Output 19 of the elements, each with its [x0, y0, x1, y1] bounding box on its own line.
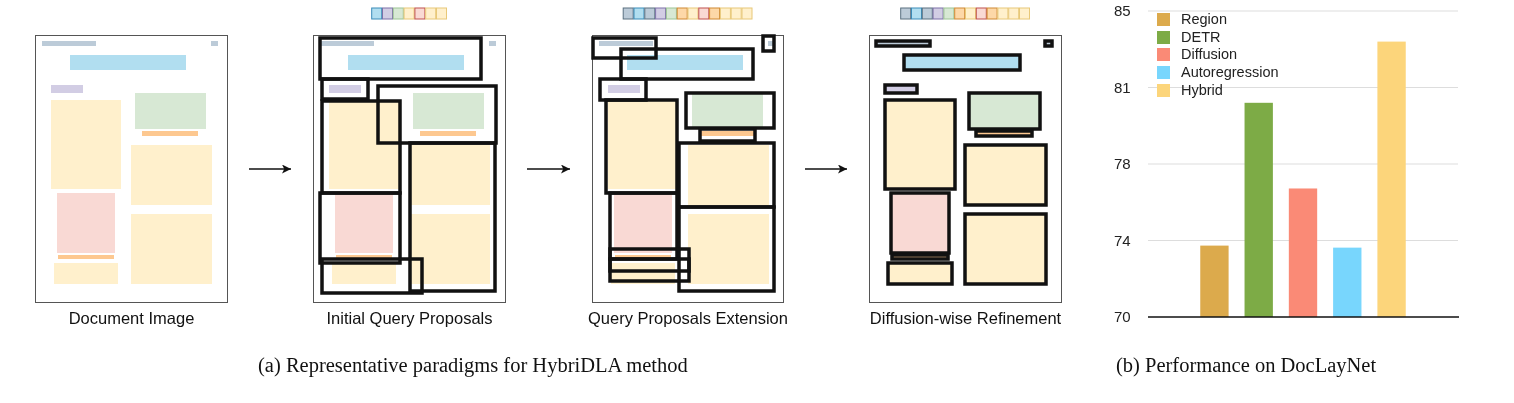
legend-label: DETR: [1181, 28, 1221, 45]
page-caption: Initial Query Proposals: [325, 309, 494, 328]
arrow: [526, 164, 571, 174]
legend-label: Region: [1181, 11, 1227, 27]
tick-label: 85: [1114, 2, 1131, 19]
arrow: [248, 164, 292, 174]
legend-label: Diffusion: [1181, 46, 1238, 63]
tick-label: 74: [1114, 231, 1131, 249]
page-caption: Diffusion-wise Refinement: [868, 309, 1063, 328]
arrow: [804, 164, 848, 174]
legend-label: Hybrid: [1181, 81, 1223, 98]
page-caption: Query Proposals Extension: [587, 309, 789, 328]
tick-label: 70: [1114, 308, 1131, 325]
page-caption: Document Image: [67, 309, 196, 328]
tick-label: 78: [1114, 155, 1131, 172]
legend-label: Autoregression: [1181, 64, 1279, 81]
figure-caption: (b) Performance on DocLayNet: [1116, 354, 1377, 377]
tick-label: 81: [1114, 78, 1131, 96]
figure-caption: (a) Representative paradigms for HybriDLA method: [258, 354, 688, 377]
